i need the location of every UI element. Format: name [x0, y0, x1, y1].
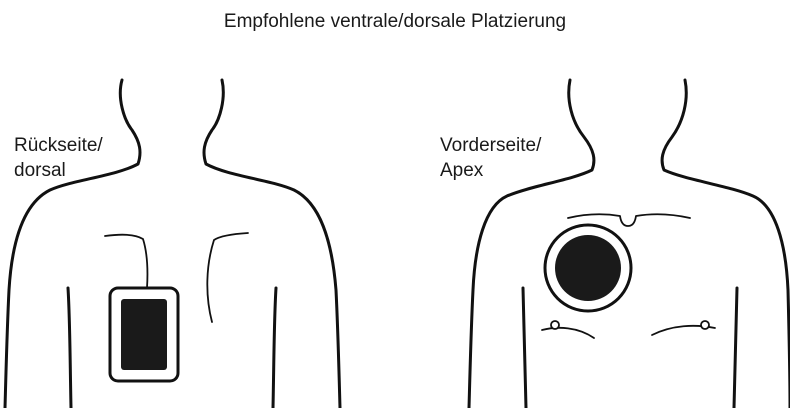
front-right-nipple: [701, 321, 709, 329]
back-electrode-pad: [110, 288, 178, 381]
front-electrode-pad: [545, 225, 631, 311]
back-right-side: [273, 288, 276, 408]
back-left-scapula: [105, 235, 148, 288]
front-left-side: [523, 288, 526, 408]
back-right-outline: [204, 80, 340, 408]
front-left-pectoral: [542, 328, 594, 338]
back-right-scapula: [207, 233, 248, 322]
front-right-outline: [662, 80, 790, 408]
front-torso-figure: [469, 80, 790, 408]
front-right-side: [734, 288, 737, 408]
front-left-nipple: [551, 321, 559, 329]
back-torso-figure: [5, 80, 340, 408]
back-left-side: [68, 288, 71, 408]
